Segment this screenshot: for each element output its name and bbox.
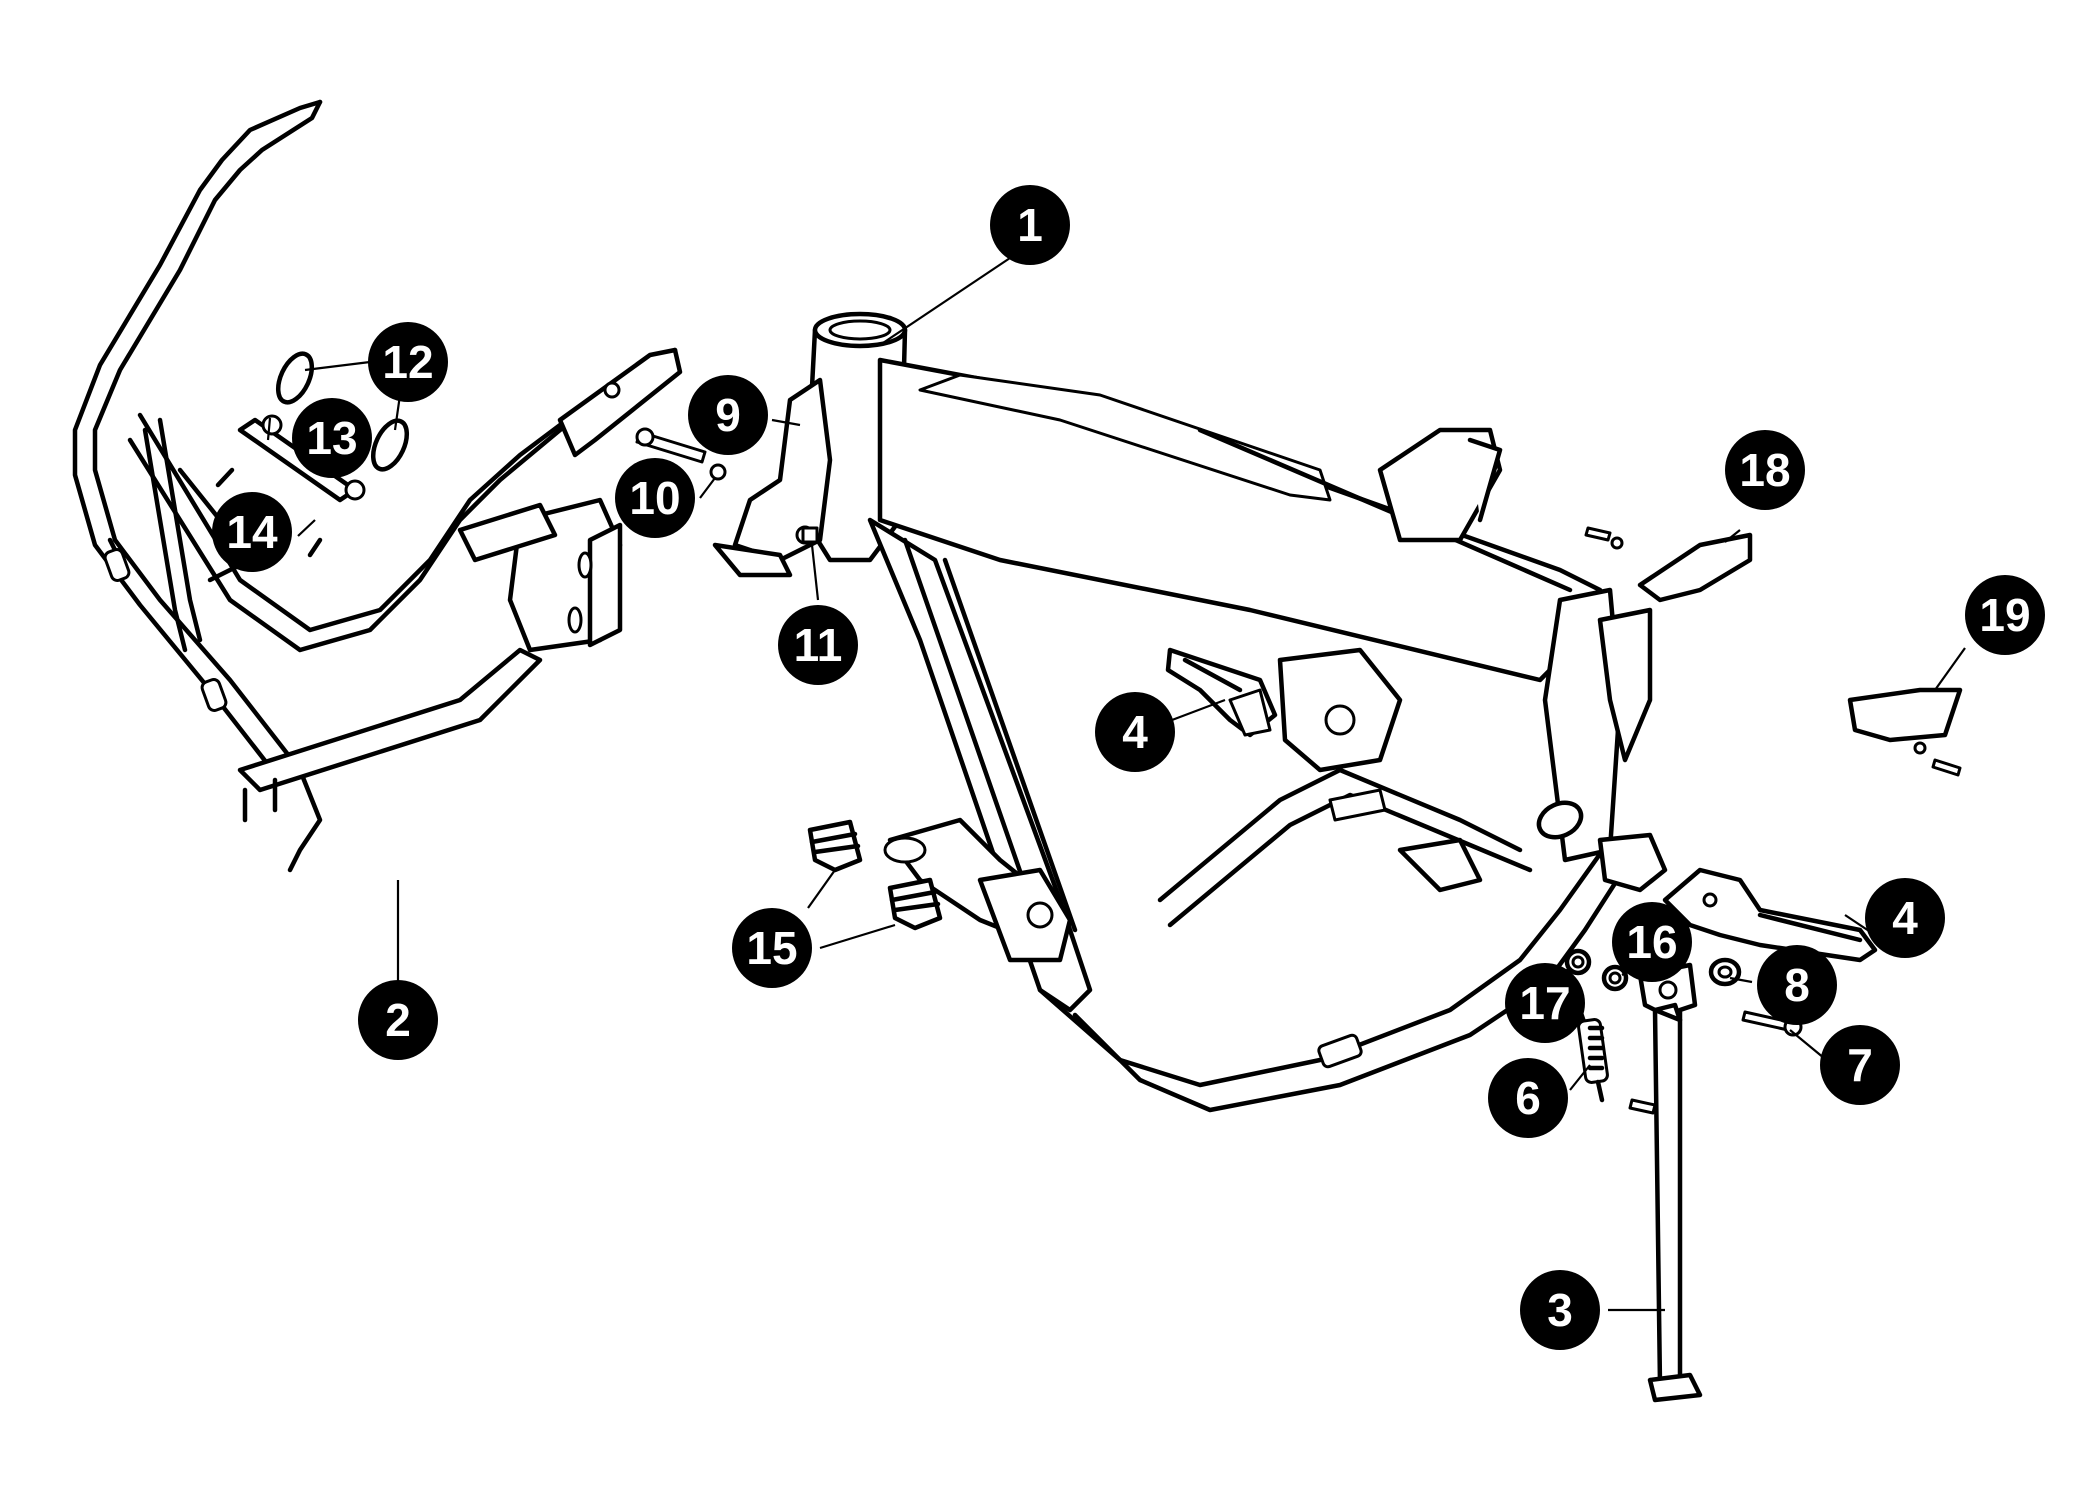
svg-text:12: 12 (382, 336, 433, 388)
rubber-mounts (807, 819, 943, 931)
callout-1: 1 (990, 185, 1070, 265)
callout-13: 13 (292, 398, 372, 478)
callout-16: 16 (1612, 902, 1692, 982)
indicator-19 (1847, 687, 1963, 777)
svg-text:7: 7 (1847, 1039, 1873, 1091)
footpeg-left (1165, 647, 1278, 738)
svg-text:17: 17 (1519, 977, 1570, 1029)
stand-bolt (1564, 948, 1592, 976)
callout-8: 8 (1757, 945, 1837, 1025)
svg-text:18: 18 (1739, 444, 1790, 496)
callout-10: 10 (615, 458, 695, 538)
callout-6: 6 (1488, 1058, 1568, 1138)
svg-text:1: 1 (1017, 199, 1043, 251)
leader-lines (266, 257, 1966, 1312)
footpeg-right (1662, 867, 1878, 963)
headstock-hardware (635, 427, 819, 544)
callout-7: 7 (1820, 1025, 1900, 1105)
svg-text:2: 2 (385, 994, 411, 1046)
svg-text:8: 8 (1784, 959, 1810, 1011)
svg-text:13: 13 (306, 412, 357, 464)
callout-14: 14 (212, 492, 292, 572)
main-frame (712, 311, 1668, 1113)
svg-text:11: 11 (794, 619, 843, 671)
svg-text:19: 19 (1979, 589, 2030, 641)
side-stand (1637, 962, 1703, 1403)
stand-washer (1601, 964, 1629, 992)
svg-text:3: 3 (1547, 1284, 1573, 1336)
callout-3: 3 (1520, 1270, 1600, 1350)
callout-2: 2 (358, 980, 438, 1060)
indicator-18 (1584, 526, 1753, 603)
callout-4-right: 4 (1865, 878, 1945, 958)
svg-text:9: 9 (715, 389, 741, 441)
svg-text:16: 16 (1626, 916, 1677, 968)
svg-text:14: 14 (226, 506, 278, 558)
callout-4-left: 4 (1095, 692, 1175, 772)
front-subframe (72, 99, 683, 873)
footpeg-spacer (1708, 957, 1742, 987)
svg-text:15: 15 (746, 922, 797, 974)
callout-15: 15 (732, 908, 812, 988)
callout-18: 18 (1725, 430, 1805, 510)
svg-text:4: 4 (1122, 706, 1148, 758)
callout-17: 17 (1505, 963, 1585, 1043)
svg-text:10: 10 (629, 472, 680, 524)
callout-12: 12 (368, 322, 448, 402)
stand-spring (1577, 1007, 1609, 1103)
svg-text:4: 4 (1892, 892, 1918, 944)
svg-text:6: 6 (1515, 1072, 1541, 1124)
callout-19: 19 (1965, 575, 2045, 655)
callout-11: 11 (778, 605, 858, 685)
callout-9: 9 (688, 375, 768, 455)
